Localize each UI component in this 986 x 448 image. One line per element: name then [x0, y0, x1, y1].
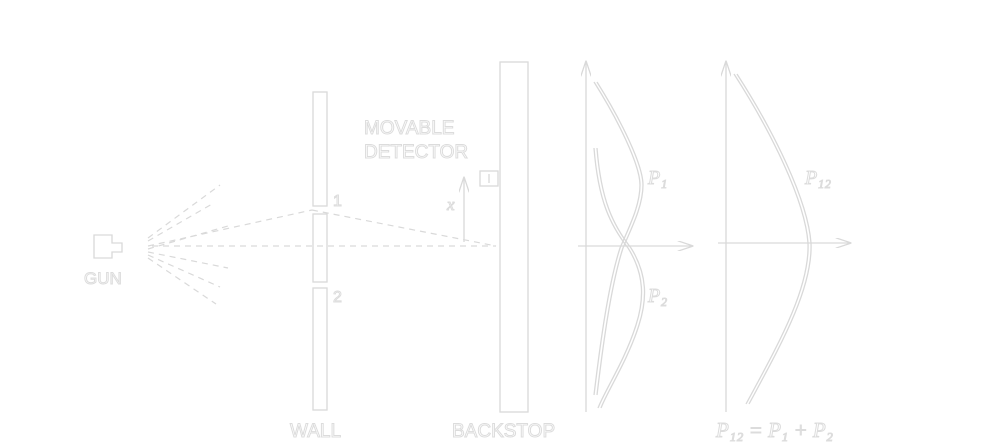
p2-label: P₂	[647, 285, 667, 307]
wall-label: WALL	[290, 421, 341, 442]
p2-curve	[593, 147, 643, 409]
p12-curve	[733, 73, 809, 405]
hole-2-label: 2	[333, 289, 342, 306]
hole-1-label: 1	[333, 193, 342, 210]
formula-label: P₁₂ = P₁ + P₂	[715, 418, 833, 442]
gun-icon	[93, 234, 123, 259]
movable-detector-label-line2: DETECTOR	[364, 142, 468, 163]
graph-p12	[718, 62, 850, 412]
path-through-hole-1	[311, 209, 497, 247]
backstop-label: BACKSTOP	[452, 421, 555, 442]
wall	[312, 91, 328, 411]
movable-detector-label-line1: MOVABLE	[364, 118, 454, 139]
backstop	[499, 61, 529, 413]
gun-label: GUN	[84, 269, 122, 288]
p12-label: P₁₂	[804, 167, 831, 189]
gun-spray	[147, 184, 313, 305]
graph-p1-p2	[578, 62, 692, 412]
p1-curve	[593, 81, 641, 396]
detector-icon	[479, 170, 499, 187]
x-axis-label: x	[446, 195, 455, 214]
p1-label: P₁	[647, 167, 667, 189]
